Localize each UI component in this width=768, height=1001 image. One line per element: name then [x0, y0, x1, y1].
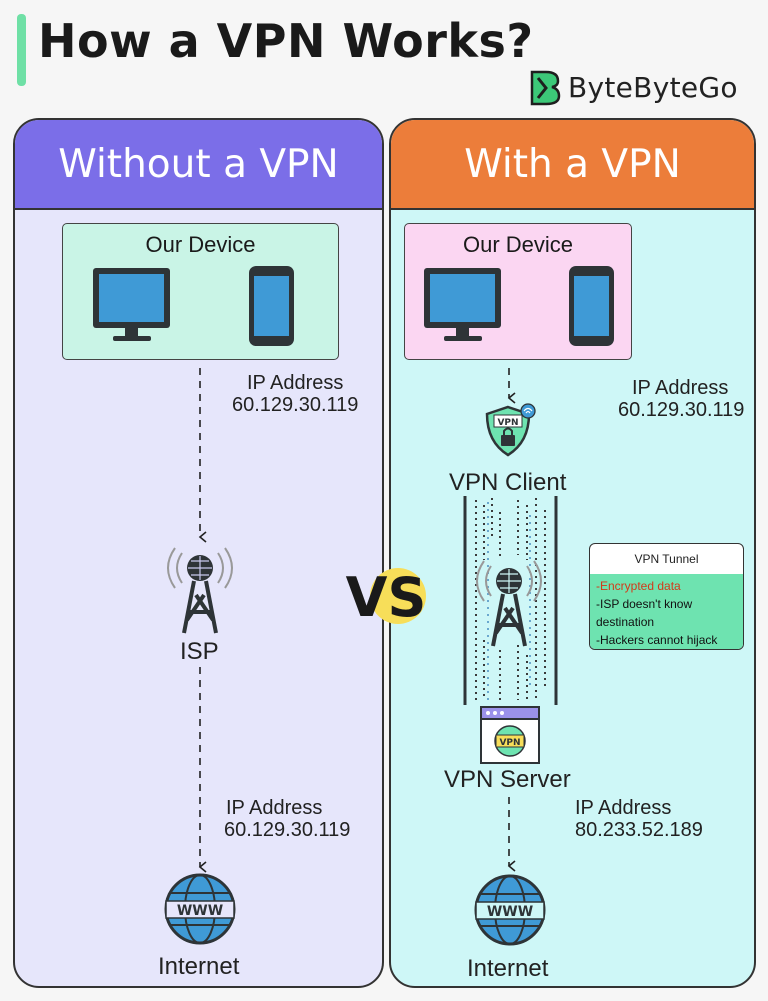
ip-address-value: 60.129.30.119 [232, 394, 359, 416]
ip-address-value: 60.129.30.119 [618, 399, 745, 421]
device-label: Our Device [145, 232, 256, 257]
device-label: Our Device [462, 232, 574, 257]
smartphone-icon [569, 266, 614, 346]
vpn-client-label: VPN Client [449, 469, 567, 496]
internet-label: Internet [467, 955, 549, 982]
ip-address-value: 60.129.30.119 [224, 819, 351, 841]
tunnel-item-encrypted: -Encrypted data [596, 579, 681, 593]
www-text: WWW [177, 903, 223, 919]
ip-address-label: IP Address [247, 372, 344, 394]
vpn-badge-text: VPN [499, 738, 520, 748]
isp-tower-icon [167, 547, 233, 634]
vs-badge: VS [346, 566, 427, 629]
ip-address-label: IP Address [226, 797, 323, 819]
brand-name: ByteByteGo [568, 70, 738, 104]
tunnel-item-isp: -ISP doesn't know destination [596, 597, 693, 629]
smartphone-icon [249, 266, 294, 346]
tunnel-item-hackers: -Hackers cannot hijack [596, 633, 718, 647]
panel-heading-without-vpn: Without a VPN [15, 120, 382, 210]
internet-globe-icon: WWW [474, 874, 546, 946]
bytebytego-logo-icon [530, 70, 561, 106]
page-title: How a VPN Works? [38, 14, 534, 68]
monitor-icon [93, 268, 170, 341]
title-accent-bar [17, 14, 26, 86]
ip-address-label: IP Address [632, 377, 729, 399]
brand: ByteByteGo [528, 66, 738, 108]
isp-label: ISP [180, 638, 219, 665]
vpn-shield-icon: VPN [485, 403, 536, 457]
panel-heading-with-vpn: With a VPN [391, 120, 754, 210]
vpn-tunnel-title: VPN Tunnel [634, 552, 699, 566]
internet-label: Internet [158, 953, 240, 980]
vpn-tunnel-list: -Encrypted data -ISP doesn't know destin… [590, 574, 743, 649]
ip-address-label: IP Address [575, 797, 672, 819]
vpn-server-icon: VPN [480, 706, 540, 764]
monitor-icon [424, 268, 501, 341]
vpn-badge-text: VPN [497, 418, 518, 428]
internet-globe-icon: WWW [164, 873, 236, 945]
www-text: WWW [487, 904, 533, 920]
vpn-tunnel-graphic [463, 496, 558, 705]
tower-icon [476, 560, 542, 647]
ip-address-value: 80.233.52.189 [575, 819, 703, 841]
vpn-server-label: VPN Server [444, 766, 571, 793]
vpn-tunnel-info-box: VPN Tunnel -Encrypted data -ISP doesn't … [589, 543, 744, 650]
vs-text: VS [346, 566, 427, 629]
